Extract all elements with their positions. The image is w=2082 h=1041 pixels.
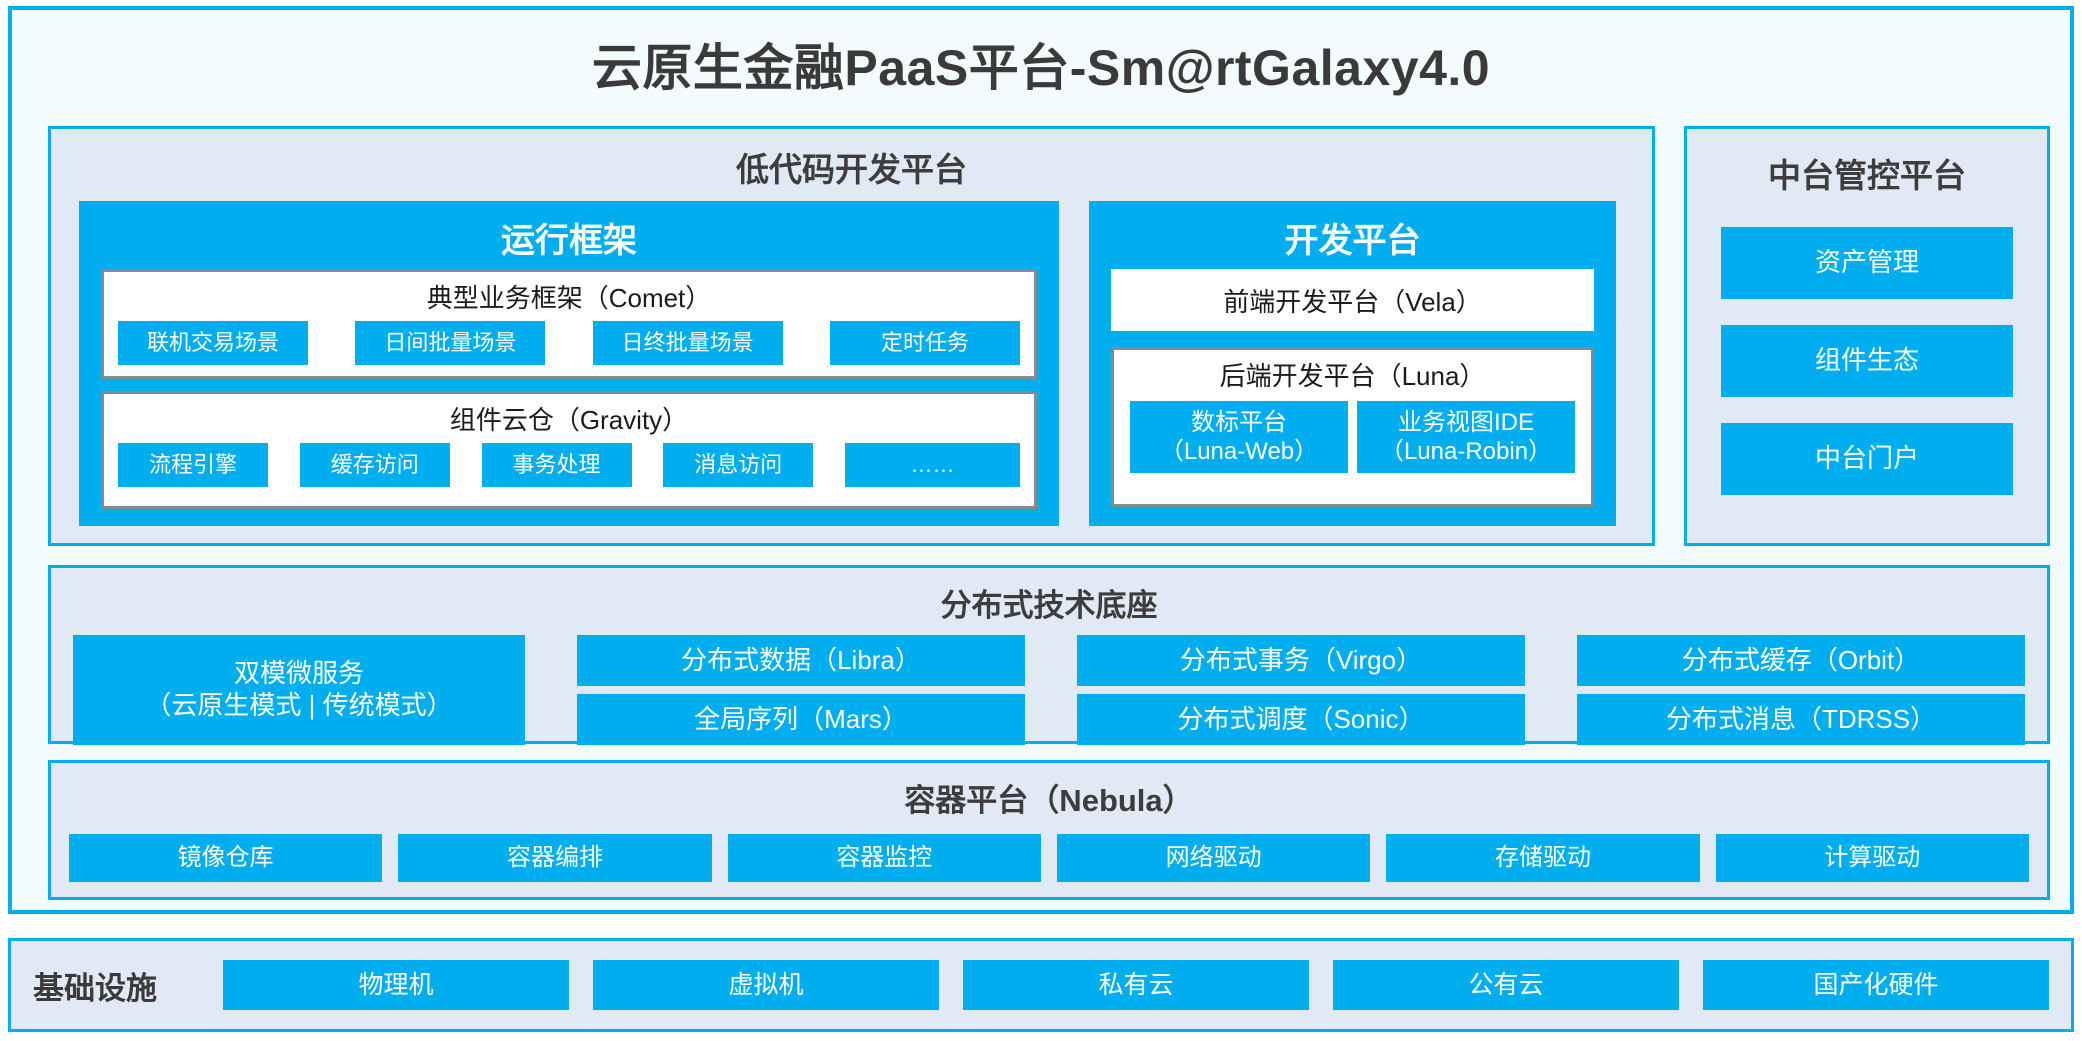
runtime-framework-block: 运行框架 典型业务框架（Comet） 联机交易场景 日间批量场景 日终批量场景 …: [79, 201, 1059, 526]
luna-chip-row: 数标平台 （Luna-Web） 业务视图IDE （Luna-Robin）: [1114, 393, 1591, 473]
frontend-platform-vela[interactable]: 前端开发平台（Vela）: [1111, 269, 1594, 331]
comet-item-eod-batch[interactable]: 日终批量场景: [592, 321, 783, 365]
comet-item-scheduled-task[interactable]: 定时任务: [829, 321, 1020, 365]
container-item-compute-driver[interactable]: 计算驱动: [1715, 834, 2029, 882]
infrastructure-item-virtual-machine[interactable]: 虚拟机: [593, 960, 939, 1010]
distributed-base-body: 双模微服务 （云原生模式 | 传统模式） 分布式数据（Libra） 全局序列（M…: [51, 625, 2047, 745]
midplatform-control-panel: 中台管控平台 资产管理 组件生态 中台门户: [1684, 126, 2050, 546]
backend-platform-luna-box: 后端开发平台（Luna） 数标平台 （Luna-Web） 业务视图IDE （Lu…: [1111, 347, 1594, 507]
comet-item-online-trade[interactable]: 联机交易场景: [118, 321, 308, 365]
gravity-item-ellipsis[interactable]: ……: [845, 443, 1020, 487]
midplatform-item-portal[interactable]: 中台门户: [1721, 423, 2013, 495]
architecture-diagram-frame: 云原生金融PaaS平台-Sm@rtGalaxy4.0 低代码开发平台 运行框架 …: [8, 6, 2074, 914]
infrastructure-item-physical-machine[interactable]: 物理机: [223, 960, 569, 1010]
gravity-box: 组件云仓（Gravity） 流程引擎 缓存访问 事务处理 消息访问 ……: [101, 391, 1037, 509]
backend-platform-luna-title: 后端开发平台（Luna）: [1219, 361, 1486, 391]
distributed-item-tdrss[interactable]: 分布式消息（TDRSS）: [1577, 694, 2025, 745]
container-item-image-registry[interactable]: 镜像仓库: [69, 834, 383, 882]
distributed-item-mars[interactable]: 全局序列（Mars）: [577, 694, 1025, 745]
development-platform-block: 开发平台 前端开发平台（Vela） 后端开发平台（Luna） 数标平台 （Lun…: [1089, 201, 1616, 526]
lowcode-platform-panel: 低代码开发平台 运行框架 典型业务框架（Comet） 联机交易场景 日间批量场景…: [48, 126, 1655, 546]
container-item-orchestration[interactable]: 容器编排: [398, 834, 712, 882]
distributed-item-libra[interactable]: 分布式数据（Libra）: [577, 635, 1025, 686]
page-title: 云原生金融PaaS平台-Sm@rtGalaxy4.0: [591, 40, 1491, 96]
comet-box: 典型业务框架（Comet） 联机交易场景 日间批量场景 日终批量场景 定时任务: [101, 269, 1037, 379]
luna-item-luna-web[interactable]: 数标平台 （Luna-Web）: [1130, 401, 1348, 473]
container-platform-title: 容器平台（Nebula）: [904, 783, 1194, 818]
dual-mode-line1: 双模微服务: [233, 658, 364, 689]
distributed-item-orbit[interactable]: 分布式缓存（Orbit）: [1577, 635, 2025, 686]
infrastructure-item-public-cloud[interactable]: 公有云: [1333, 960, 1679, 1010]
luna-web-line1: 数标平台: [1191, 408, 1287, 436]
infrastructure-item-list: 物理机 虚拟机 私有云 公有云 国产化硬件: [223, 960, 2049, 1010]
infrastructure-panel: 基础设施 物理机 虚拟机 私有云 公有云 国产化硬件: [8, 938, 2074, 1032]
container-platform-panel: 容器平台（Nebula） 镜像仓库 容器编排 容器监控 网络驱动 存储驱动 计算…: [48, 760, 2050, 900]
comet-chip-row: 联机交易场景 日间批量场景 日终批量场景 定时任务: [104, 315, 1034, 365]
dual-mode-line2: （云原生模式 | 传统模式）: [145, 690, 453, 720]
midplatform-item-component-ecosystem[interactable]: 组件生态: [1721, 325, 2013, 397]
distributed-base-panel: 分布式技术底座 双模微服务 （云原生模式 | 传统模式） 分布式数据（Libra…: [48, 565, 2050, 745]
gravity-title: 组件云仓（Gravity）: [449, 405, 689, 435]
infrastructure-label: 基础设施: [33, 970, 157, 1006]
container-item-list: 镜像仓库 容器编排 容器监控 网络驱动 存储驱动 计算驱动: [51, 820, 2047, 882]
midplatform-item-asset-management[interactable]: 资产管理: [1721, 227, 2013, 299]
comet-item-intraday-batch[interactable]: 日间批量场景: [355, 321, 546, 365]
midplatform-item-list: 资产管理 组件生态 中台门户: [1687, 227, 2047, 495]
distributed-item-virgo[interactable]: 分布式事务（Virgo）: [1077, 635, 1525, 686]
infrastructure-item-private-cloud[interactable]: 私有云: [963, 960, 1309, 1010]
gravity-item-message-access[interactable]: 消息访问: [663, 443, 814, 487]
distributed-item-sonic[interactable]: 分布式调度（Sonic）: [1077, 694, 1525, 745]
gravity-item-cache-access[interactable]: 缓存访问: [299, 443, 450, 487]
luna-robin-line1: 业务视图IDE: [1397, 408, 1534, 436]
luna-robin-line2: （Luna-Robin）: [1379, 438, 1553, 465]
luna-web-line2: （Luna-Web）: [1159, 438, 1319, 465]
infrastructure-item-domestic-hardware[interactable]: 国产化硬件: [1703, 960, 2049, 1010]
distributed-column-2: 分布式事务（Virgo） 分布式调度（Sonic）: [1077, 635, 1525, 745]
runtime-framework-title: 运行框架: [501, 222, 637, 260]
container-item-network-driver[interactable]: 网络驱动: [1056, 834, 1371, 882]
distributed-item-dual-mode-microservice[interactable]: 双模微服务 （云原生模式 | 传统模式）: [73, 635, 525, 745]
container-item-storage-driver[interactable]: 存储驱动: [1386, 834, 1700, 882]
gravity-item-transaction[interactable]: 事务处理: [481, 443, 632, 487]
container-item-monitoring[interactable]: 容器监控: [727, 834, 1041, 882]
midplatform-control-title: 中台管控平台: [1768, 157, 1966, 194]
distributed-column-3: 分布式缓存（Orbit） 分布式消息（TDRSS）: [1577, 635, 2025, 745]
gravity-chip-row: 流程引擎 缓存访问 事务处理 消息访问 ……: [104, 437, 1034, 487]
development-platform-title: 开发平台: [1284, 222, 1421, 260]
comet-title: 典型业务框架（Comet）: [426, 283, 712, 313]
gravity-item-process-engine[interactable]: 流程引擎: [118, 443, 268, 487]
distributed-base-title: 分布式技术底座: [940, 588, 1158, 623]
luna-item-luna-robin[interactable]: 业务视图IDE （Luna-Robin）: [1357, 401, 1575, 473]
distributed-column-1: 分布式数据（Libra） 全局序列（Mars）: [577, 635, 1025, 745]
lowcode-platform-title: 低代码开发平台: [736, 151, 967, 188]
